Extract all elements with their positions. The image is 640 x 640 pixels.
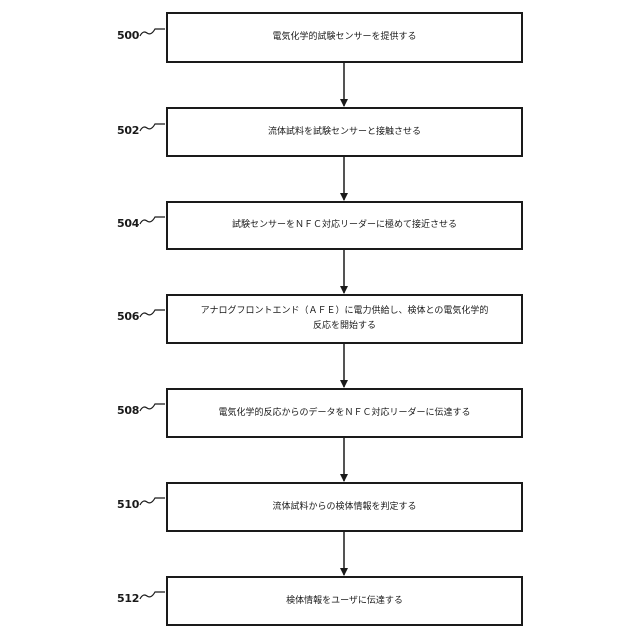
step-box-502: 流体試料を試験センサーと接触させる [166, 107, 523, 157]
leader-line-500 [140, 29, 165, 36]
step-box-500: 電気化学的試験センサーを提供する [166, 12, 523, 63]
step-box-512: 検体情報をユーザに伝達する [166, 576, 523, 626]
step-box-508: 電気化学的反応からのデータをＮＦＣ対応リーダーに伝達する [166, 388, 523, 438]
step-text-508: 電気化学的反応からのデータをＮＦＣ対応リーダーに伝達する [218, 406, 470, 421]
step-box-506: アナログフロントエンド（ＡＦＥ）に電力供給し、検体との電気化学的 反応を開始する [166, 294, 523, 344]
leader-line-504 [140, 217, 165, 224]
step-text-512: 検体情報をユーザに伝達する [286, 594, 403, 609]
step-box-510: 流体試料からの検体情報を判定する [166, 482, 523, 532]
step-text-506-line2: 反応を開始する [313, 319, 376, 334]
leader-line-506 [140, 310, 165, 317]
step-text-510: 流体試料からの検体情報を判定する [272, 500, 416, 515]
leader-line-512 [140, 592, 165, 599]
step-text-502: 流体試料を試験センサーと接触させる [268, 125, 421, 140]
leader-line-510 [140, 498, 165, 505]
step-text-500: 電気化学的試験センサーを提供する [272, 30, 416, 45]
step-text-506-line1: アナログフロントエンド（ＡＦＥ）に電力供給し、検体との電気化学的 [201, 304, 489, 319]
step-box-504: 試験センサーをＮＦＣ対応リーダーに極めて接近させる [166, 201, 523, 250]
leader-line-508 [140, 404, 165, 411]
step-text-504: 試験センサーをＮＦＣ対応リーダーに極めて接近させる [232, 218, 457, 233]
leader-line-502 [140, 124, 165, 131]
